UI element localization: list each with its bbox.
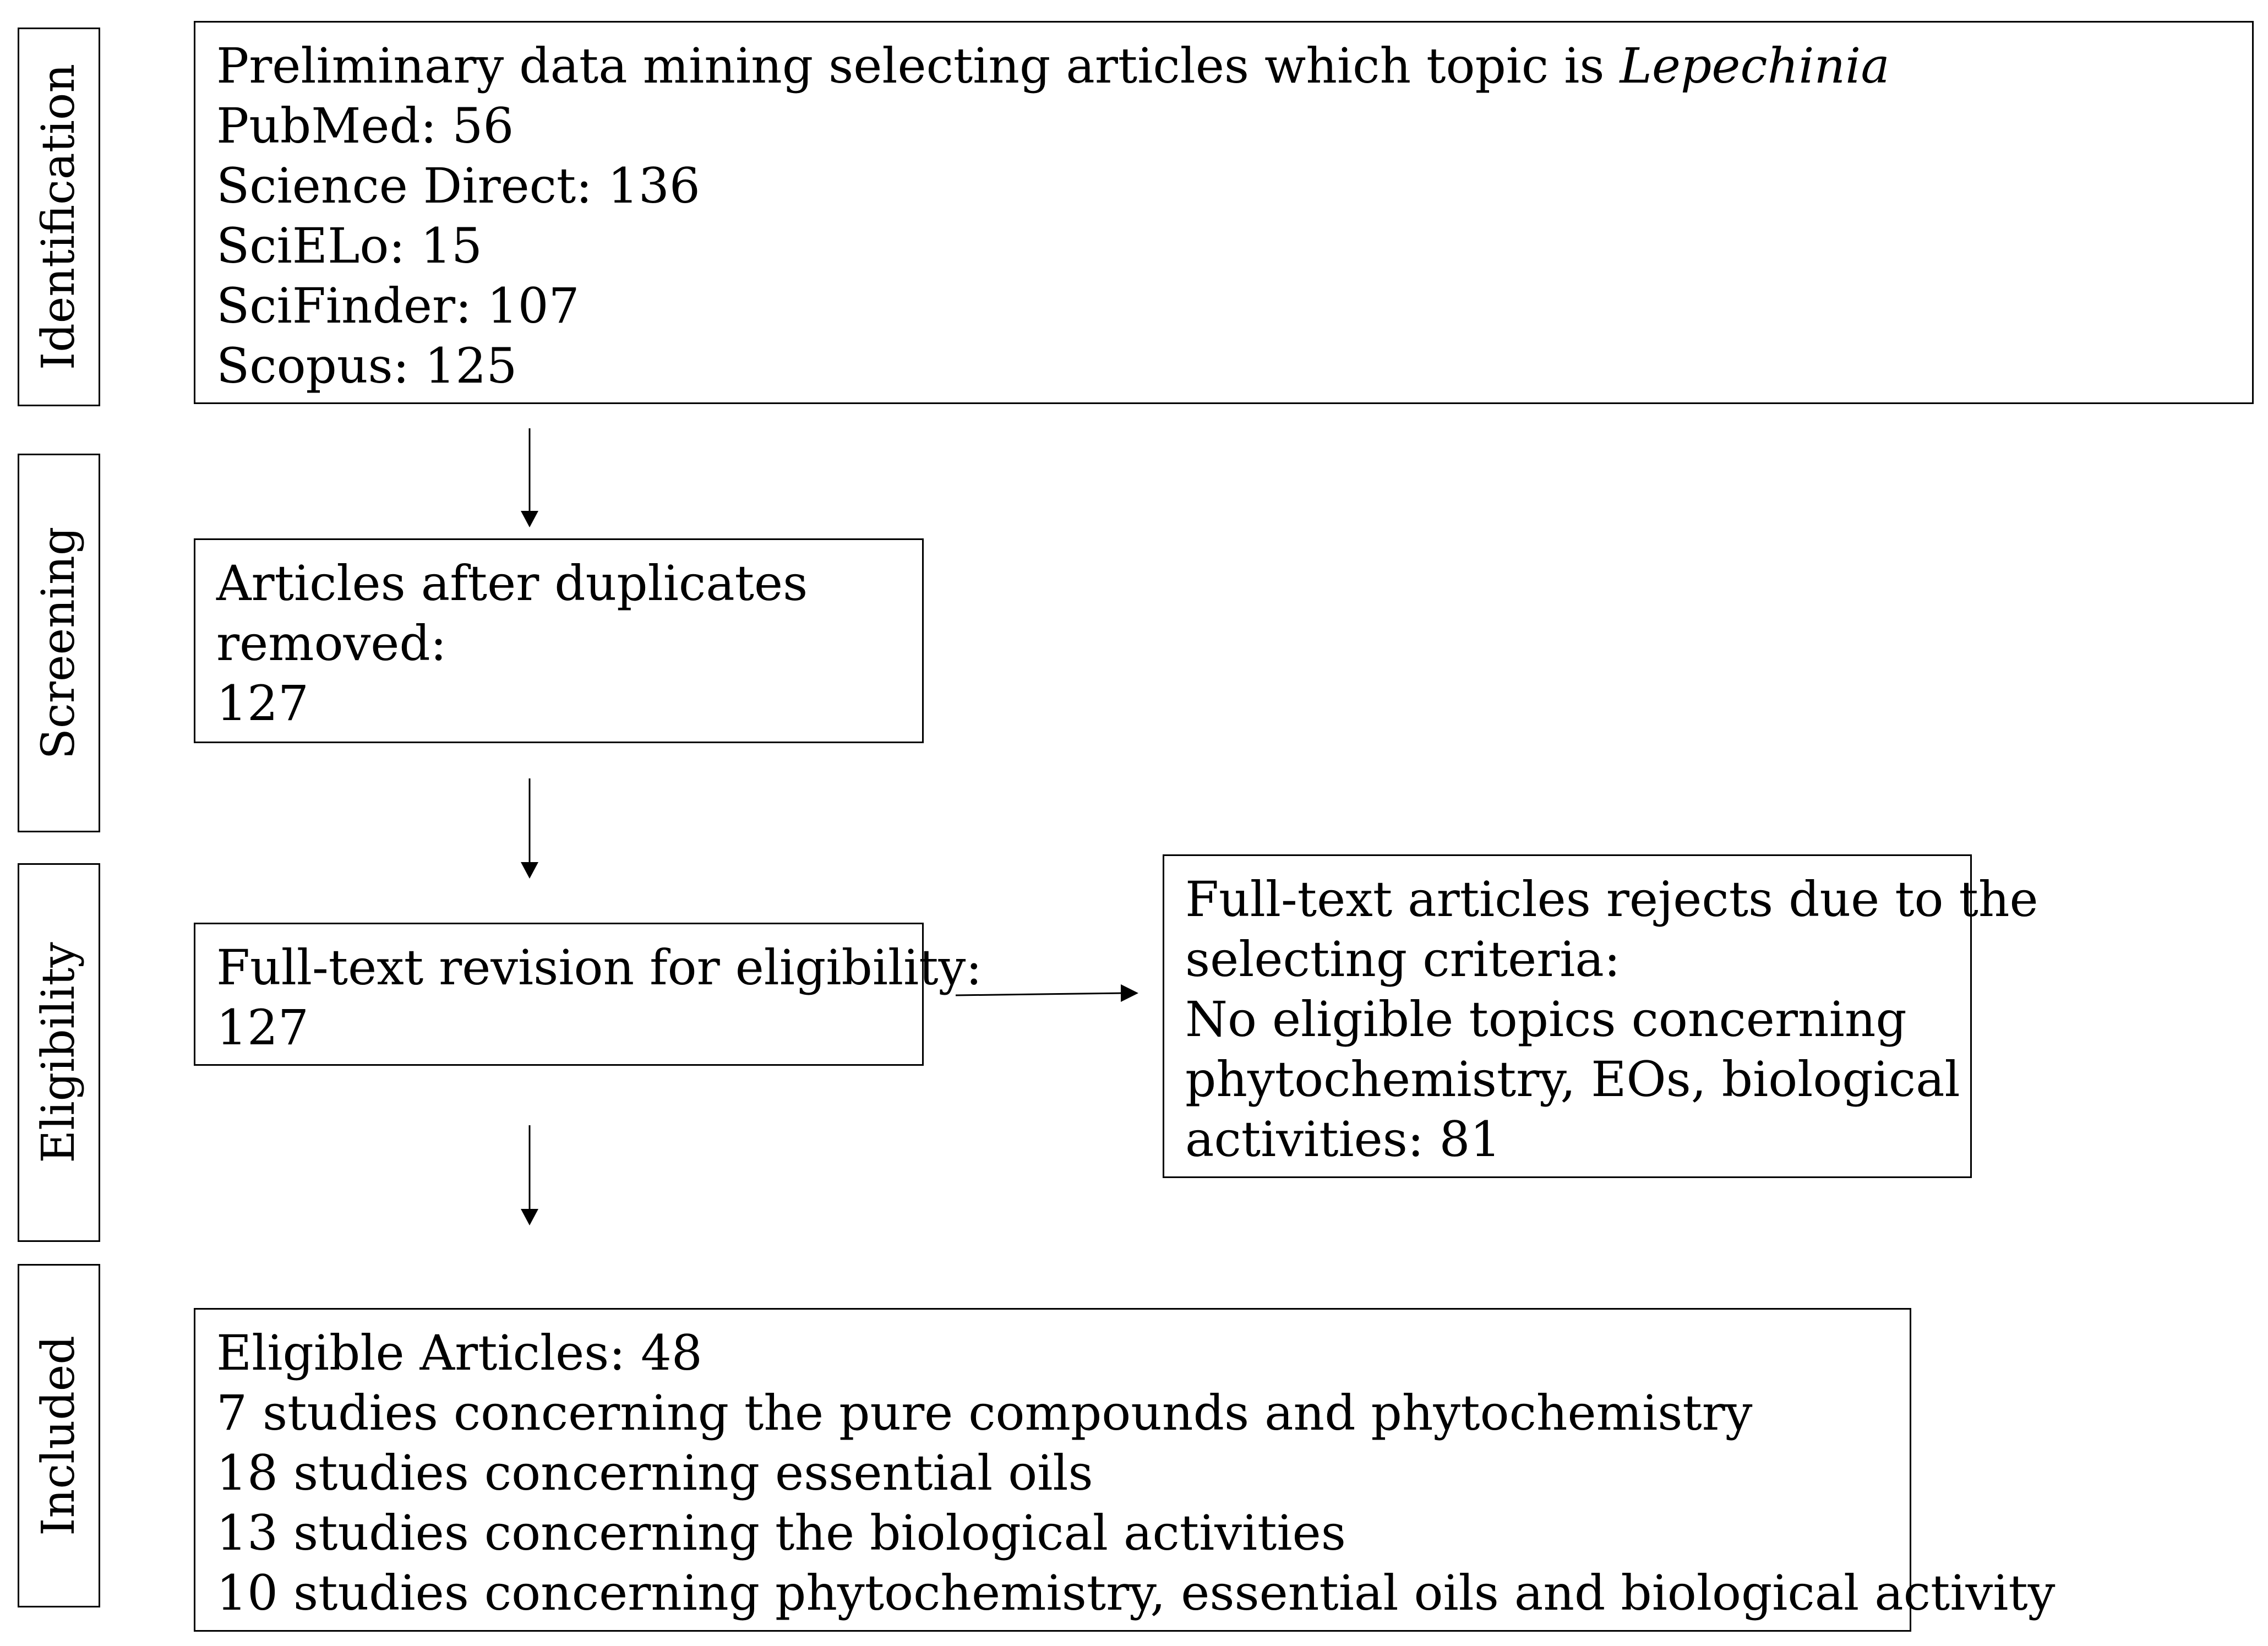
stage-identification-label: Identification xyxy=(32,63,85,370)
arrow-eligibility-to-included xyxy=(521,1125,538,1225)
stage-screening: Screening xyxy=(18,454,100,832)
screening-line: 127 xyxy=(216,675,309,732)
stage-eligibility-label: Eligibility xyxy=(32,942,85,1163)
stage-identification: Identification xyxy=(18,28,100,406)
eligibility-line: 127 xyxy=(216,999,309,1056)
excluded-line: selecting criteria: xyxy=(1185,931,1621,988)
identification-box: Preliminary data mining selecting articl… xyxy=(194,21,2254,404)
included-box: Eligible Articles: 48 7 studies concerni… xyxy=(194,1308,2056,1632)
stage-eligibility: Eligibility xyxy=(18,863,100,1242)
genus-name: Lepechinia xyxy=(1620,37,1890,94)
included-line: 10 studies concerning phytochemistry, es… xyxy=(216,1565,2056,1621)
included-line: 18 studies concerning essential oils xyxy=(216,1445,1093,1501)
identification-line: SciELo: 15 xyxy=(216,217,482,274)
arrow-identification-to-screening xyxy=(521,428,538,527)
eligibility-line: Full-text revision for eligibility: xyxy=(216,939,983,996)
included-line: Eligible Articles: 48 xyxy=(216,1325,702,1381)
eligibility-box: Full-text revision for eligibility: 127 xyxy=(194,923,983,1066)
included-line: 7 studies concerning the pure compounds … xyxy=(216,1385,1753,1441)
included-line: 13 studies concerning the biological act… xyxy=(216,1505,1346,1561)
stage-screening-label: Screening xyxy=(32,526,85,760)
screening-box: Articles after duplicates removed: 127 xyxy=(194,538,924,743)
excluded-line: phytochemistry, EOs, biological xyxy=(1185,1051,1960,1108)
identification-line: SciFinder: 107 xyxy=(216,277,580,334)
excluded-line: No eligible topics concerning xyxy=(1185,991,1907,1048)
arrow-screening-to-eligibility xyxy=(521,778,538,879)
stage-included: Included xyxy=(18,1264,100,1607)
screening-line: removed: xyxy=(216,615,447,672)
identification-line: Scopus: 125 xyxy=(216,337,517,394)
excluded-line: Full-text articles rejects due to the xyxy=(1185,871,2038,928)
identification-line: Preliminary data mining selecting articl… xyxy=(216,37,1890,94)
excluded-line: activities: 81 xyxy=(1185,1111,1501,1168)
arrow-eligibility-to-excluded xyxy=(955,984,1138,1002)
identification-line: PubMed: 56 xyxy=(216,97,514,154)
stage-included-label: Included xyxy=(32,1336,85,1536)
excluded-box: Full-text articles rejects due to the se… xyxy=(1163,854,2038,1178)
screening-line: Articles after duplicates xyxy=(216,555,808,612)
identification-line: Science Direct: 136 xyxy=(216,157,700,214)
